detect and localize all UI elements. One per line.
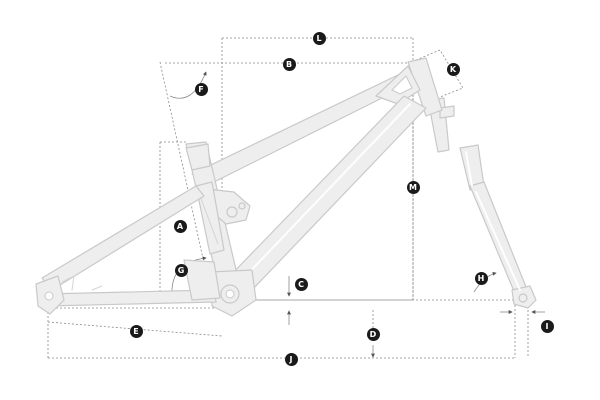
- marker-h: H: [474, 271, 488, 285]
- marker-d: D: [366, 327, 380, 341]
- marker-c: C: [294, 277, 308, 291]
- marker-m: M: [406, 180, 420, 194]
- main-frame: [185, 57, 443, 317]
- marker-j: J: [284, 352, 298, 366]
- marker-i: I: [540, 319, 554, 333]
- marker-g: G: [174, 263, 188, 277]
- fork: [427, 97, 537, 309]
- marker-f: F: [194, 82, 208, 96]
- marker-e: E: [129, 324, 143, 338]
- marker-k: K: [446, 62, 460, 76]
- marker-l: L: [312, 31, 326, 45]
- rear-triangle: [35, 185, 221, 315]
- marker-a: A: [173, 219, 187, 233]
- dimension-lines: [47, 37, 545, 359]
- marker-b: B: [282, 57, 296, 71]
